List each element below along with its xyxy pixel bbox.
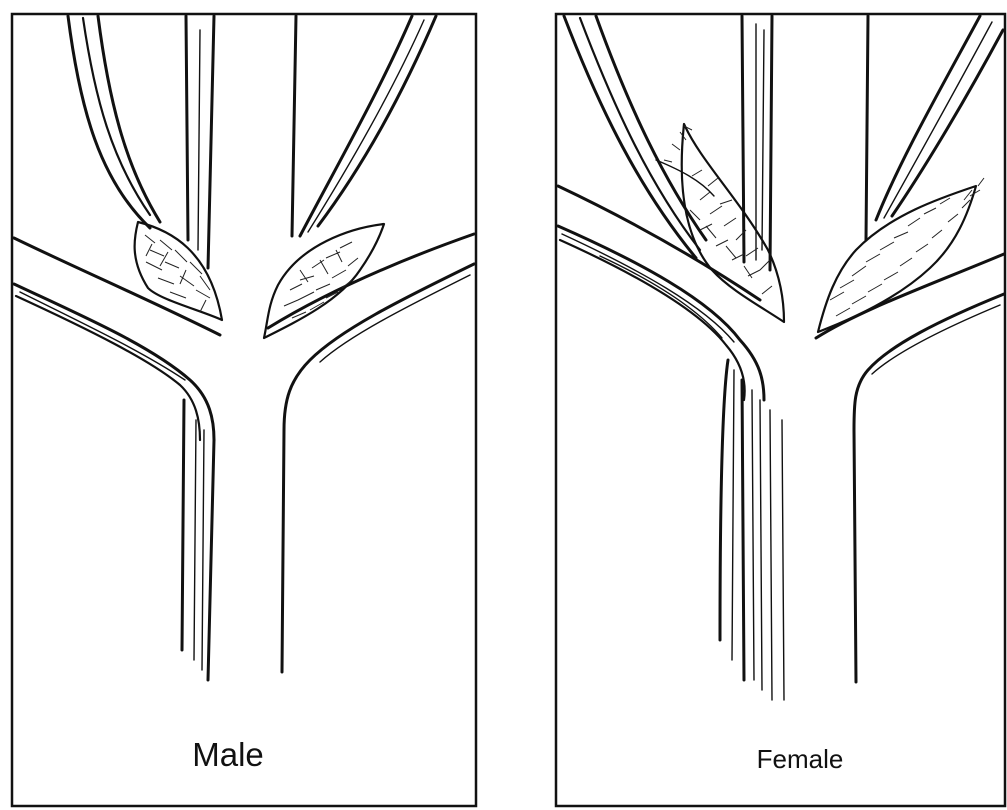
- male-panel: Male: [12, 14, 476, 806]
- male-label: Male: [192, 736, 264, 773]
- male-panel-frame: [12, 14, 476, 806]
- female-panel: Female: [556, 14, 1005, 806]
- female-label: Female: [757, 744, 844, 774]
- female-panel-frame: [556, 14, 1005, 806]
